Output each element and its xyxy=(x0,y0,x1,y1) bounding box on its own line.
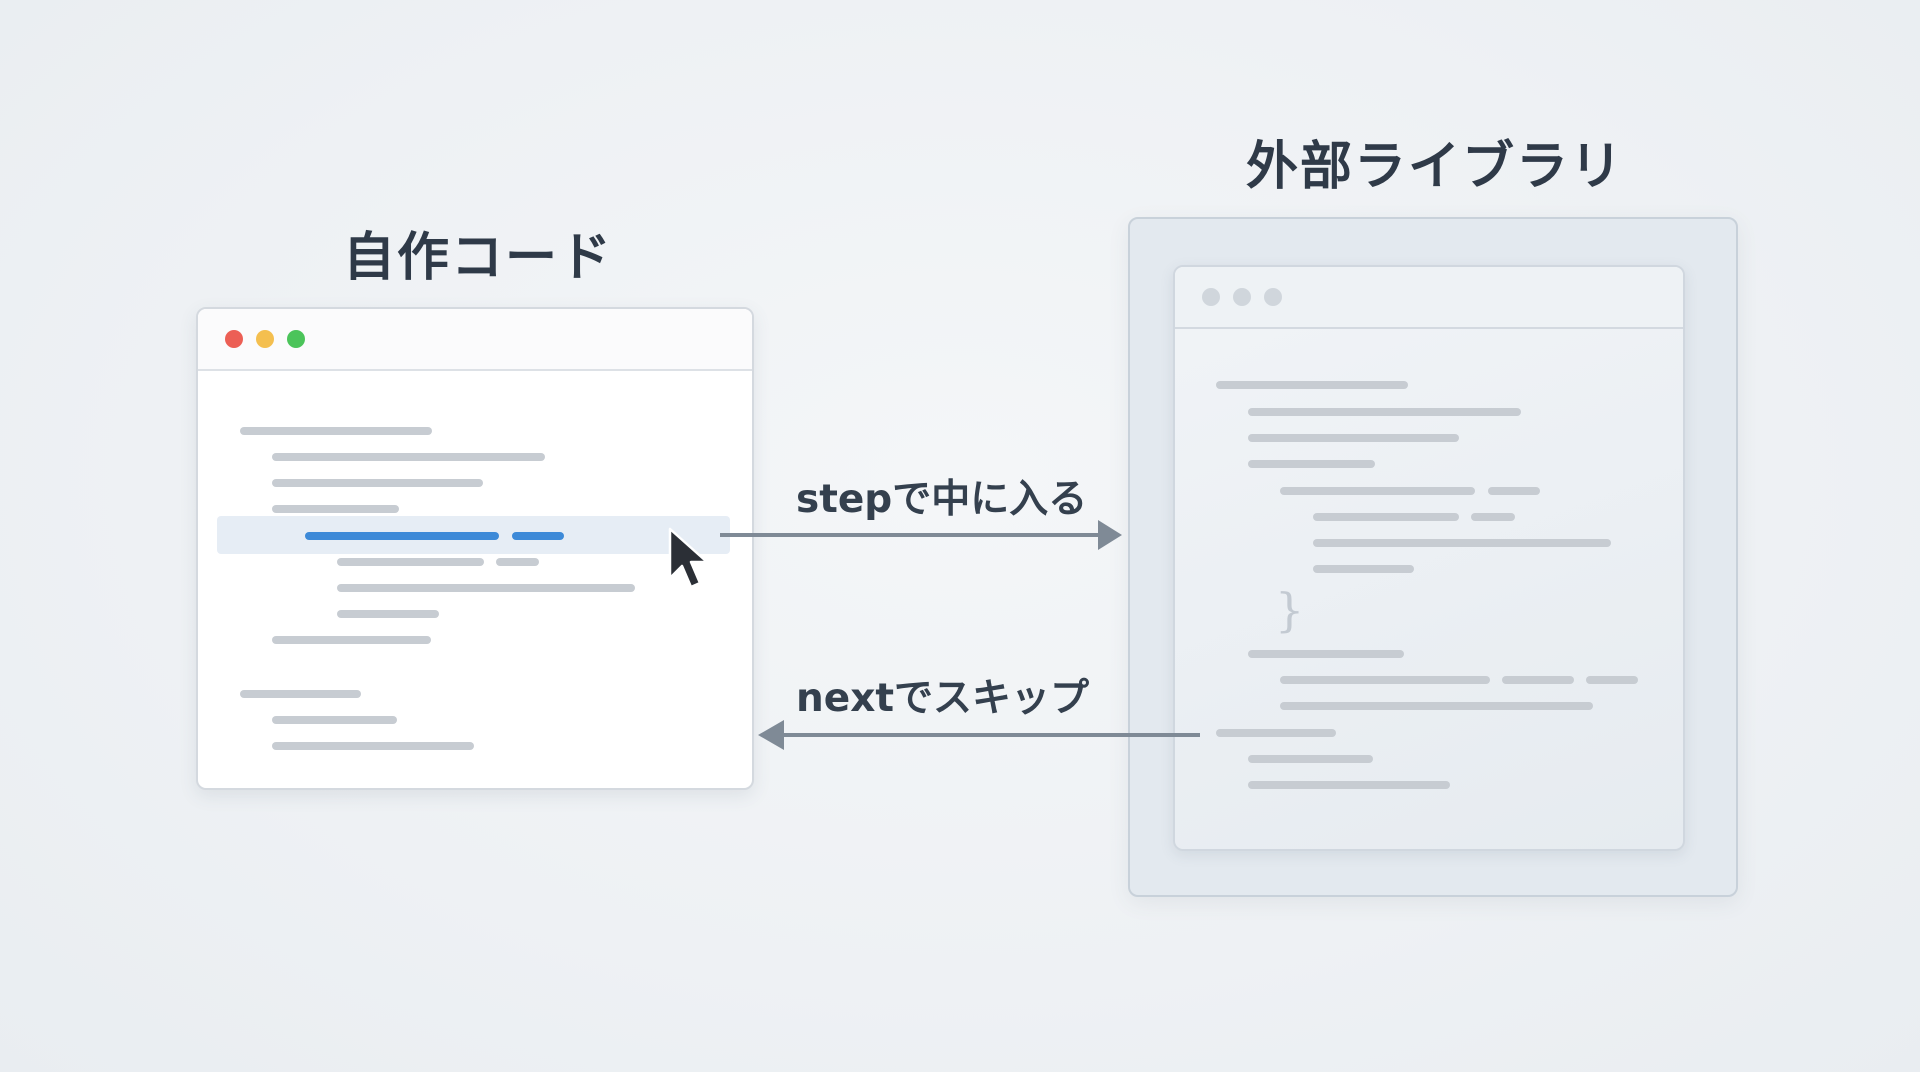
next-arrow-head xyxy=(758,720,784,750)
code-line xyxy=(240,690,361,698)
library-code-line xyxy=(1502,676,1574,684)
library-code-line xyxy=(1313,565,1414,573)
library-code-line xyxy=(1313,513,1459,521)
library-code-line xyxy=(1280,676,1490,684)
closing-brace: } xyxy=(1275,583,1305,637)
step-into-label: stepで中に入る xyxy=(796,477,1088,522)
external-library-title: 外部ライブラリ xyxy=(1246,137,1625,197)
current-code-line xyxy=(305,532,499,540)
library-code-line xyxy=(1248,460,1375,468)
window-minimize-icon xyxy=(1233,288,1251,306)
code-line xyxy=(272,505,399,513)
library-code-line xyxy=(1280,487,1475,495)
code-line xyxy=(272,636,431,644)
code-line xyxy=(272,479,483,487)
step-over-label: nextでスキップ xyxy=(796,676,1090,721)
library-code-line xyxy=(1248,650,1404,658)
library-code-line xyxy=(1280,702,1593,710)
code-line xyxy=(240,427,432,435)
code-line xyxy=(496,558,539,566)
window-close-icon xyxy=(225,330,243,348)
code-line xyxy=(272,453,545,461)
window-maximize-icon xyxy=(287,330,305,348)
library-code-line xyxy=(1248,781,1450,789)
window-maximize-icon xyxy=(1264,288,1282,306)
library-code-line xyxy=(1248,408,1521,416)
external-library-window-titlebar xyxy=(1175,267,1683,329)
library-code-line xyxy=(1313,539,1611,547)
code-line xyxy=(337,558,484,566)
window-minimize-icon xyxy=(256,330,274,348)
library-code-line xyxy=(1248,755,1373,763)
external-library-window xyxy=(1173,265,1685,851)
step-arrow-head xyxy=(1098,520,1122,550)
own-code-window-titlebar xyxy=(198,309,752,371)
window-close-icon xyxy=(1202,288,1220,306)
code-line xyxy=(272,742,474,750)
code-line xyxy=(337,584,635,592)
library-code-line xyxy=(1248,434,1459,442)
library-code-line xyxy=(1488,487,1540,495)
library-code-line xyxy=(1216,729,1336,737)
current-code-line-call xyxy=(512,532,564,540)
own-code-title: 自作コード xyxy=(343,228,614,288)
code-line xyxy=(272,716,397,724)
code-line xyxy=(337,610,439,618)
library-code-line xyxy=(1471,513,1515,521)
library-code-line xyxy=(1216,381,1408,389)
library-code-line xyxy=(1586,676,1638,684)
